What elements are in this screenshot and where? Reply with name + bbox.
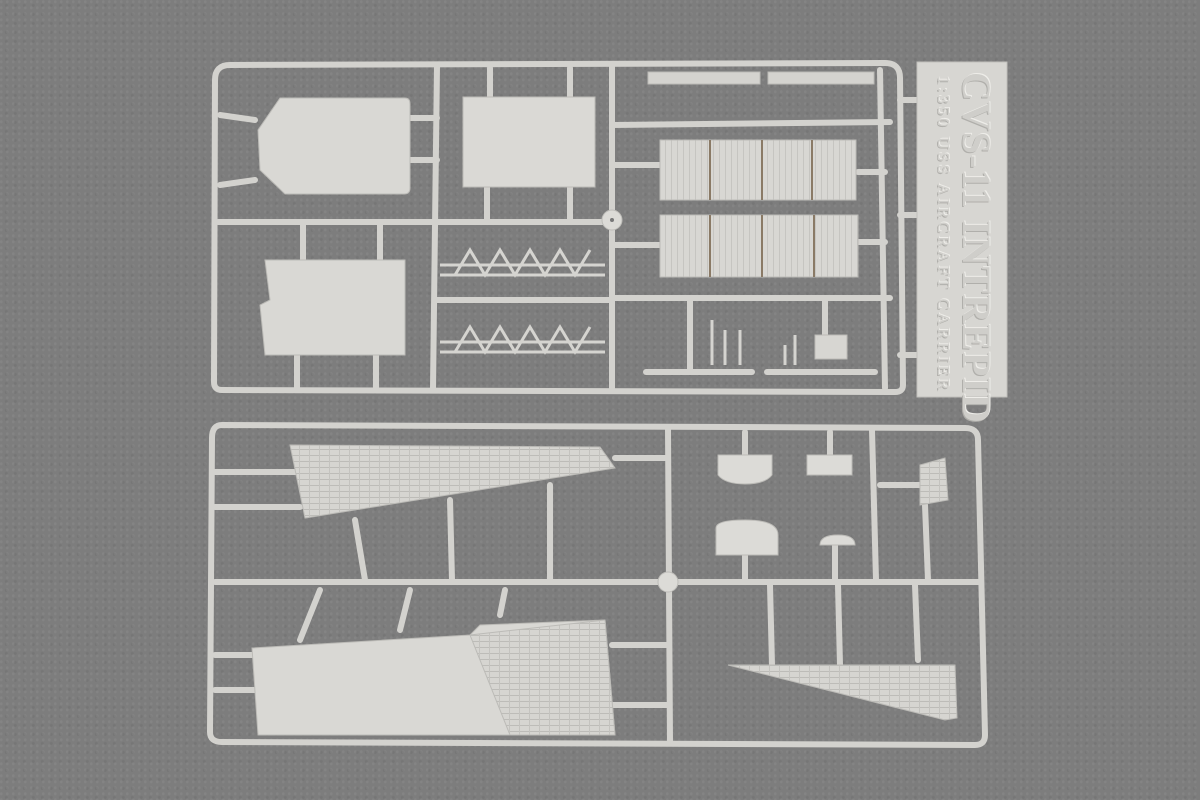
boat-part-1 xyxy=(717,454,773,485)
upper-sprue-frame xyxy=(210,59,921,396)
deck-panel-1 xyxy=(257,97,411,195)
lower-sprue-parts xyxy=(251,444,958,736)
sprue-hub xyxy=(657,571,679,593)
small-bracket-part xyxy=(919,457,949,506)
panel-lines xyxy=(709,140,815,277)
name-tab xyxy=(916,61,1008,398)
strip-part-2 xyxy=(767,71,875,85)
upper-sprue-parts xyxy=(257,71,875,360)
tab-subtitle: 1:350 USS AIRCRAFT CARRIER xyxy=(934,76,953,394)
deck-panel-2 xyxy=(462,96,596,188)
name-tab-text: CVS-11 INTREPID 1:350 USS AIRCRAFT CARRI… xyxy=(915,62,1007,424)
hangar-door-panel-2 xyxy=(659,214,859,278)
small-rack-part xyxy=(814,334,848,360)
strip-part-1 xyxy=(647,71,761,85)
flight-deck-section-1 xyxy=(289,444,616,519)
mushroom-part xyxy=(819,534,856,546)
flight-deck-section-3 xyxy=(727,664,958,721)
deck-panel-3 xyxy=(259,259,406,356)
truss-parts xyxy=(440,247,797,365)
hangar-door-panel-1 xyxy=(659,139,857,201)
boat-part-3 xyxy=(715,519,779,556)
tab-title: CVS-11 INTREPID xyxy=(954,72,999,424)
boat-part-2 xyxy=(806,454,853,476)
